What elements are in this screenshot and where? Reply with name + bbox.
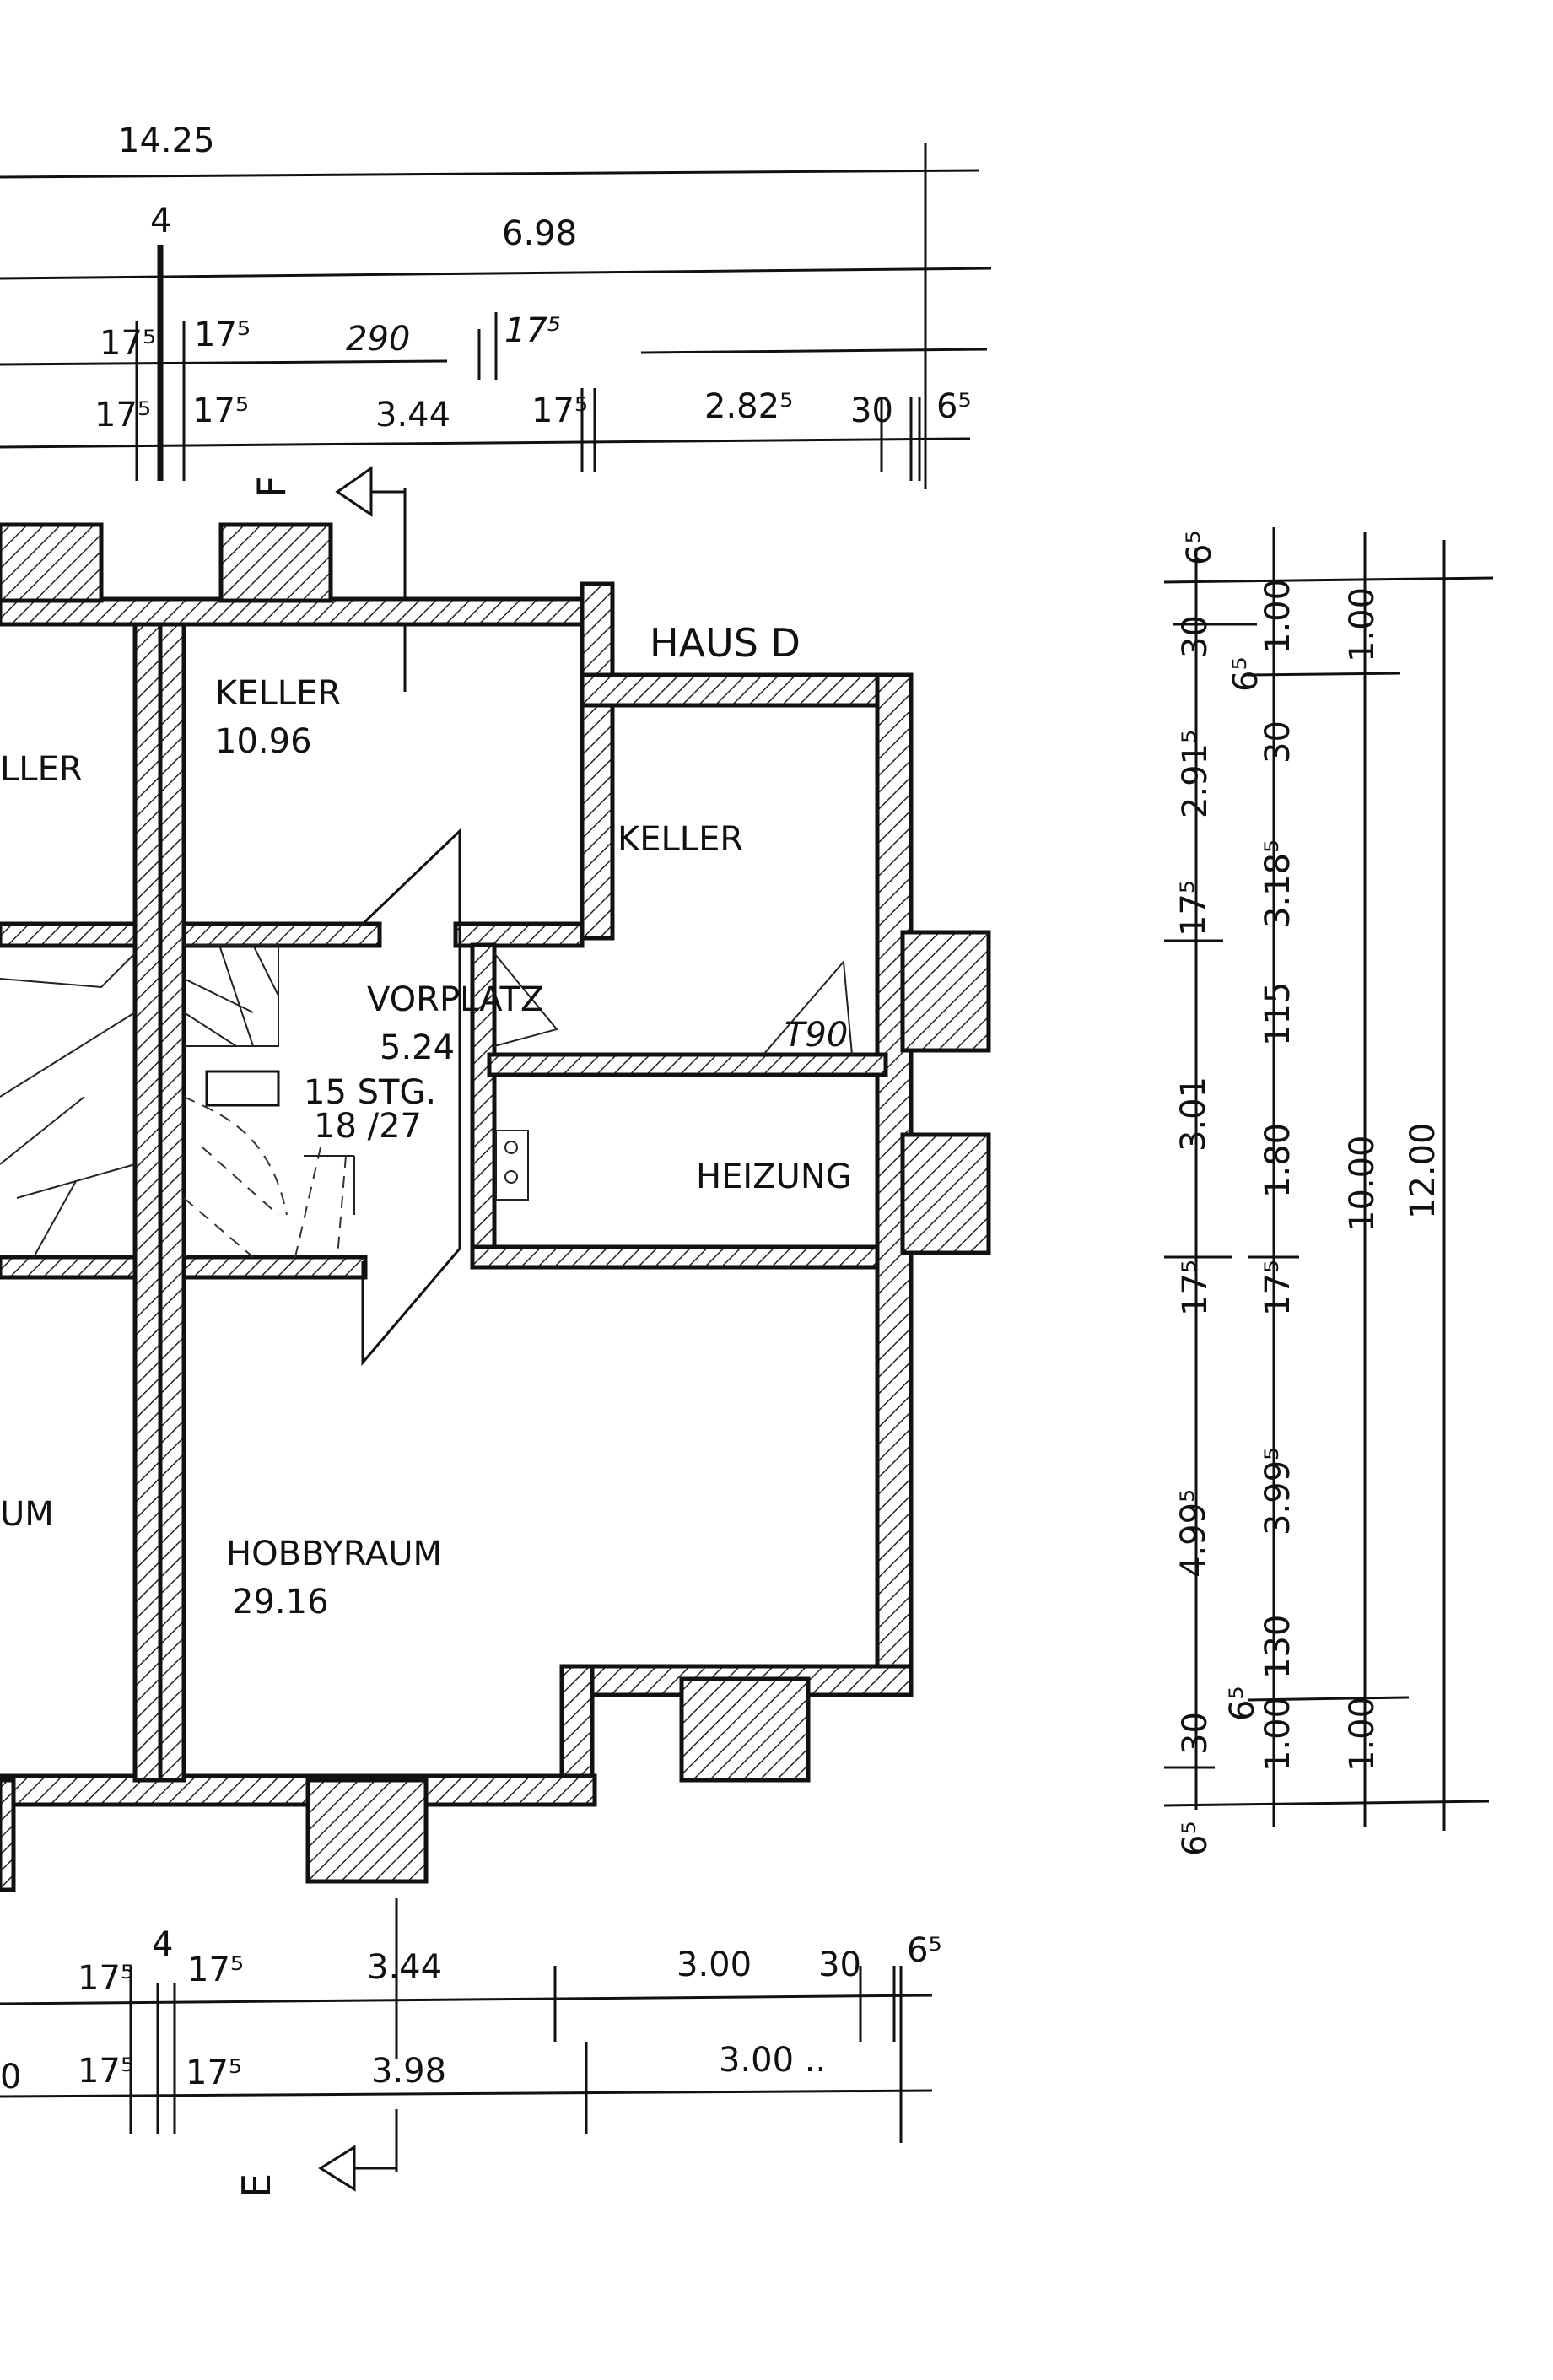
dim-r4-d: 17⁵ (531, 391, 588, 430)
dimr-c1-i: 6⁵ (1176, 1821, 1215, 1856)
dimr-c3-c: 1.00 (1343, 1697, 1382, 1772)
room-vorplatz-name: VORPLATZ (367, 980, 543, 1019)
dimr-c2-a: 1.00 (1259, 579, 1297, 654)
exterior-walls (0, 522, 991, 1892)
right-dimensions: 6⁵ 30 2.91⁵ 17⁵ 3.01 17⁵ 4.99⁵ 30 6⁵ 1.0… (1163, 527, 1494, 1856)
dimr-c1-a: 6⁵ (1180, 531, 1219, 565)
dim-r4-e: 2.82⁵ (704, 387, 793, 426)
section-mark-e: E (234, 2109, 398, 2198)
dimr-c1-d: 17⁵ (1174, 880, 1213, 936)
dim-r3-a: 17⁵ (100, 324, 156, 363)
dim-r4-g: 6⁵ (936, 387, 971, 426)
dimb-r1-a: 17⁵ (78, 1959, 134, 1998)
room-vorplatz-area: 5.24 (380, 1028, 455, 1067)
dimr-c2-j: 6⁵ (1223, 1687, 1262, 1721)
dimb-r1-e: 3.00 (677, 1946, 752, 1984)
door-t90: T90 (785, 1016, 848, 1055)
room-keller-left: LLER (0, 750, 83, 789)
dim-r4-b: 17⁵ (192, 391, 249, 430)
dim-6-98: 6.98 (502, 214, 577, 253)
dimb-r2-d: 3.98 (371, 2052, 446, 2091)
dimr-c1-f: 17⁵ (1176, 1260, 1215, 1316)
room-labels: HAUS D LLER KELLER 10.96 KELLER VORPLATZ… (0, 620, 852, 1622)
dim-r4-f: 30 (850, 391, 893, 430)
dimb-r2-c: 17⁵ (186, 2053, 242, 2092)
dim-r3-c: 290 (346, 320, 410, 359)
dim-4-top: 4 (150, 202, 171, 240)
room-hobbyraum-name: HOBBYRAUM (226, 1535, 442, 1573)
dimb-r1-f: 30 (818, 1946, 861, 1984)
dimr-c2-f: 1.80 (1259, 1123, 1297, 1198)
dimr-c2-e: 115 (1259, 982, 1297, 1046)
vorplatz-arrow (361, 828, 461, 1367)
door-swings (493, 953, 853, 1201)
top-dimensions: 14.25 4 6.98 17⁵ 17⁵ 290 17⁵ 17⁵ 17⁵ 3.4… (0, 121, 992, 489)
staircase: 15 STG. 18 /27 (0, 944, 436, 1258)
section-label-e: E (234, 2173, 279, 2198)
section-mark-f: F (249, 466, 407, 692)
stair-label-2: 18 /27 (314, 1107, 422, 1146)
dimr-c2-c: 30 (1259, 720, 1297, 764)
dim-r3-b: 17⁵ (194, 316, 251, 354)
dimr-c1-g: 4.99⁵ (1174, 1489, 1213, 1578)
stair-label-1: 15 STG. (304, 1073, 436, 1112)
dimr-c1-e: 3.01 (1174, 1077, 1213, 1152)
dimb-r2-b: 17⁵ (78, 2052, 134, 2091)
dimr-c1-h: 30 (1176, 1712, 1215, 1755)
dimb-r1-b: 4 (152, 1925, 173, 1964)
dimb-r2-e: 3.00 .. (719, 2041, 826, 2080)
dimr-c2-d: 3.18⁵ (1259, 839, 1297, 928)
dim-14-25: 14.25 (118, 121, 215, 160)
dimr-c1-b: 30 (1176, 615, 1215, 658)
room-heizung-name: HEIZUNG (696, 1158, 852, 1196)
section-label-f: F (249, 476, 294, 498)
dimb-r1-g: 6⁵ (907, 1931, 941, 1970)
dimr-c2-k: 1.00 (1259, 1697, 1297, 1772)
room-keller-right-name: KELLER (617, 820, 743, 859)
house-label: HAUS D (650, 620, 801, 666)
dimb-r1-c: 17⁵ (187, 1951, 244, 1989)
bottom-dimensions: 17⁵ 4 17⁵ 3.44 3.00 30 6⁵ 0 17⁵ 17⁵ 3.98… (0, 1898, 941, 2143)
dimr-c1-c: 2.91⁵ (1176, 730, 1215, 818)
room-hobbyraum-area: 29.16 (232, 1583, 329, 1622)
dimr-c2-i: 130 (1259, 1615, 1297, 1679)
dim-r4-c: 3.44 (375, 396, 450, 434)
room-keller-top-area: 10.96 (215, 722, 312, 761)
dimr-c2-b: 6⁵ (1227, 657, 1265, 692)
dimb-r2-a: 0 (0, 2058, 21, 2097)
dimr-c3-a: 1.00 (1343, 587, 1382, 662)
room-keller-top-name: KELLER (215, 674, 341, 713)
dim-r3-d: 17⁵ (504, 311, 561, 350)
interior-walls (0, 622, 888, 1783)
dimr-c3-b: 10.00 (1343, 1135, 1382, 1232)
dimr-c2-g: 17⁵ (1259, 1260, 1297, 1316)
dimr-c2-h: 3.99⁵ (1259, 1447, 1297, 1535)
dim-r4-a: 17⁵ (94, 396, 151, 434)
dimr-c4-a: 12.00 (1404, 1122, 1442, 1219)
room-raum-left: UM (0, 1495, 54, 1534)
dimb-r1-d: 3.44 (367, 1948, 442, 1987)
